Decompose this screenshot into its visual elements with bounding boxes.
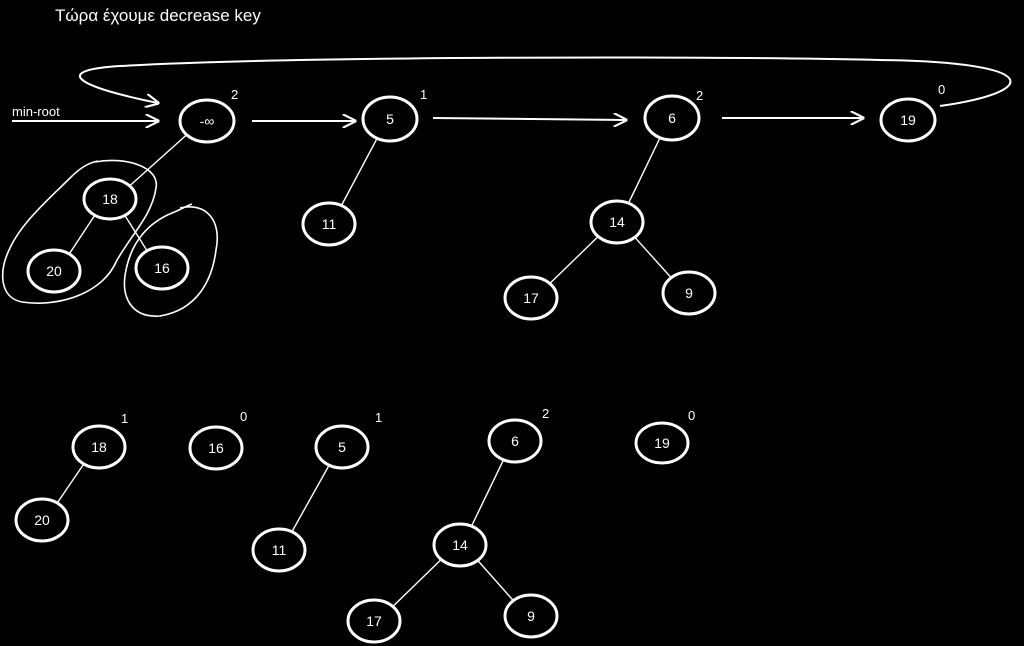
heap-node: 62 bbox=[487, 406, 549, 464]
node-key: 16 bbox=[208, 440, 224, 456]
tree-edge bbox=[476, 558, 515, 603]
root-list-wrap-arrow bbox=[78, 56, 1012, 106]
tree-edge bbox=[627, 136, 662, 205]
diagram-title: Τώρα έχουμε decrease key bbox=[55, 6, 261, 25]
node-key: 5 bbox=[338, 439, 346, 455]
node-degree: 1 bbox=[375, 410, 382, 425]
node-degree: 2 bbox=[231, 87, 238, 102]
heap-node: 11 bbox=[301, 201, 357, 247]
node-key: 17 bbox=[366, 613, 382, 629]
heap-node: 20 bbox=[14, 497, 70, 543]
node-key: 20 bbox=[46, 263, 62, 279]
heap-node: 14 bbox=[432, 522, 488, 568]
node-circle bbox=[301, 201, 357, 247]
heap-node: 16 0 bbox=[188, 409, 247, 471]
heap-node: 19 0 bbox=[634, 408, 695, 465]
node-circle bbox=[361, 95, 419, 143]
node-key: 5 bbox=[386, 111, 394, 127]
node-degree: 1 bbox=[121, 411, 128, 426]
heap-node: 51 bbox=[314, 410, 382, 470]
heap-node: 9 bbox=[661, 270, 717, 316]
node-circle bbox=[661, 270, 717, 316]
node-key: 16 bbox=[154, 260, 170, 276]
node-key: 14 bbox=[609, 214, 625, 230]
heap-node: 19 0 bbox=[879, 82, 945, 143]
node-key: 19 bbox=[654, 435, 670, 451]
heap-node: 62 bbox=[643, 88, 703, 142]
tree-edge bbox=[391, 557, 443, 609]
node-key: 17 bbox=[523, 290, 539, 306]
node-circle bbox=[251, 527, 307, 573]
node-circle bbox=[346, 598, 402, 644]
node-circle bbox=[71, 424, 127, 470]
node-degree: 0 bbox=[240, 409, 247, 424]
node-circle bbox=[487, 418, 543, 464]
node-circle bbox=[432, 522, 488, 568]
node-key: 18 bbox=[102, 191, 118, 207]
heap-node: 17 bbox=[346, 598, 402, 644]
node-key: 11 bbox=[322, 216, 337, 232]
node-key: 19 bbox=[900, 112, 916, 128]
node-circle bbox=[26, 248, 82, 294]
node-degree: 0 bbox=[688, 408, 695, 423]
heap-node: 18 bbox=[82, 177, 138, 221]
tree-edge bbox=[470, 458, 505, 528]
node-key: 9 bbox=[685, 285, 693, 301]
node-circle bbox=[134, 245, 190, 291]
node-key: 18 bbox=[91, 439, 107, 455]
heap-node: 14 bbox=[589, 199, 645, 245]
node-key: 14 bbox=[452, 537, 468, 553]
node-circle bbox=[188, 425, 244, 471]
node-key: 6 bbox=[511, 433, 519, 449]
node-degree: 2 bbox=[542, 406, 549, 421]
node-circle bbox=[503, 275, 559, 321]
node-key: 20 bbox=[34, 512, 50, 528]
tree-edge bbox=[633, 235, 673, 280]
node-degree: 0 bbox=[938, 82, 945, 97]
node-circle bbox=[314, 424, 370, 470]
heap-node: 51 bbox=[361, 87, 427, 143]
node-circle bbox=[14, 497, 70, 543]
node-degree: 2 bbox=[696, 88, 703, 103]
cut-subtree-lasso bbox=[123, 203, 218, 317]
heap-node: 17 bbox=[503, 275, 559, 321]
node-circle bbox=[879, 97, 937, 143]
node-circle bbox=[503, 593, 559, 639]
min-root-label: min-root bbox=[12, 104, 60, 119]
tree-edge bbox=[127, 132, 189, 188]
heap-node: 11 bbox=[251, 527, 307, 573]
node-key: 9 bbox=[527, 608, 535, 624]
tree-edge bbox=[55, 462, 86, 505]
node-circle bbox=[634, 421, 690, 465]
tree-edge bbox=[67, 213, 97, 256]
tree-edge bbox=[123, 213, 149, 253]
node-degree: 1 bbox=[420, 87, 427, 102]
heap-node: 20 bbox=[26, 248, 82, 294]
tree-edge bbox=[548, 234, 600, 286]
node-circle bbox=[643, 94, 701, 142]
node-circle bbox=[82, 177, 138, 221]
node-circle bbox=[589, 199, 645, 245]
node-key: -∞ bbox=[200, 113, 215, 129]
root-list-arrow bbox=[432, 118, 626, 120]
heap-node: -∞ 2 bbox=[178, 87, 238, 144]
heap-node: 9 bbox=[503, 593, 559, 639]
node-key: 11 bbox=[272, 542, 287, 558]
heap-node: 16 bbox=[134, 245, 190, 291]
tree-edge bbox=[340, 136, 379, 208]
node-circle bbox=[178, 98, 236, 144]
cut-subtree-lasso bbox=[2, 159, 157, 304]
heap-node: 18 1 bbox=[71, 411, 128, 470]
tree-edge bbox=[290, 463, 331, 534]
node-key: 6 bbox=[668, 110, 676, 126]
